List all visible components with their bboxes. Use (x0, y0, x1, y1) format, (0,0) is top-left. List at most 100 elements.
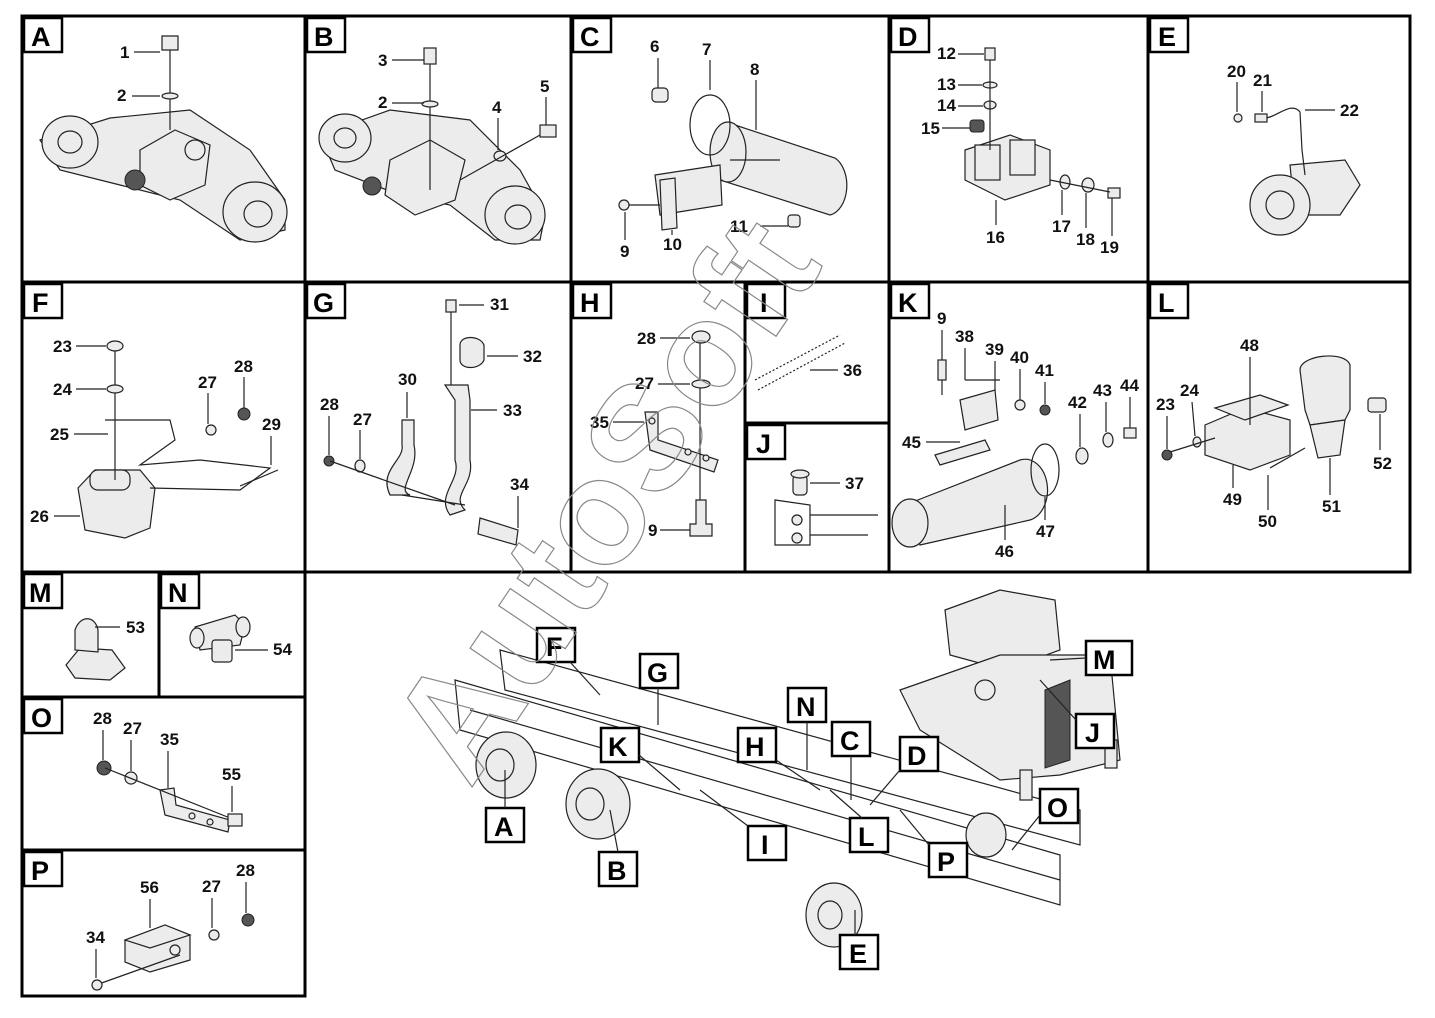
panel-d-drawing (964, 47, 1121, 201)
svg-text:54: 54 (273, 640, 292, 659)
svg-text:C: C (580, 22, 600, 52)
vehicle-overview-drawing (454, 589, 1121, 948)
panel-tag-h: H (571, 282, 613, 320)
panel-tag-f: F (22, 282, 64, 320)
overview-tag-e: E (838, 910, 880, 971)
panel-p-callouts: 56 27 28 34 (86, 861, 255, 978)
svg-text:25: 25 (50, 425, 69, 444)
panel-tag-g: G (305, 282, 347, 320)
svg-text:B: B (607, 856, 627, 886)
svg-text:2: 2 (117, 86, 126, 105)
svg-text:21: 21 (1253, 71, 1272, 90)
svg-text:G: G (313, 288, 334, 318)
svg-text:37: 37 (845, 474, 864, 493)
overview-tag-b: B (597, 809, 639, 888)
svg-text:M: M (1093, 645, 1116, 675)
svg-text:14: 14 (937, 96, 956, 115)
panel-tag-n: N (159, 572, 201, 610)
svg-text:L: L (1158, 288, 1175, 318)
svg-text:50: 50 (1258, 512, 1277, 531)
svg-text:20: 20 (1227, 62, 1246, 81)
svg-text:P: P (31, 856, 49, 886)
overview-tag-m: M (1049, 639, 1134, 677)
svg-text:12: 12 (937, 44, 956, 63)
panel-m-callouts: 53 (95, 618, 145, 637)
panel-f-drawing (77, 340, 279, 539)
svg-text:9: 9 (648, 521, 657, 540)
svg-text:23: 23 (1156, 395, 1175, 414)
svg-text:40: 40 (1010, 348, 1029, 367)
panel-tag-j: J (745, 423, 787, 461)
panel-n-callouts: 54 (235, 640, 292, 659)
svg-text:28: 28 (93, 709, 112, 728)
panel-c-callouts: 6 7 8 9 10 11 (620, 37, 788, 261)
svg-text:6: 6 (650, 37, 659, 56)
panel-p-drawing (91, 913, 255, 991)
svg-text:22: 22 (1340, 101, 1359, 120)
svg-text:L: L (858, 822, 875, 852)
svg-text:32: 32 (523, 347, 542, 366)
panel-tag-l: L (1148, 282, 1190, 320)
overview-tags: F G K H N C D M J A B I L P O E (484, 626, 1134, 971)
svg-text:D: D (907, 741, 927, 771)
svg-text:10: 10 (663, 235, 682, 254)
panel-frames (20, 14, 1412, 998)
panel-tag-p: P (22, 850, 64, 888)
panel-g-callouts: 31 32 30 33 28 27 34 (320, 295, 542, 528)
svg-text:K: K (898, 288, 918, 318)
svg-text:16: 16 (986, 228, 1005, 247)
svg-text:43: 43 (1093, 381, 1112, 400)
svg-text:51: 51 (1322, 497, 1341, 516)
panel-j-callouts: 37 (810, 474, 864, 493)
svg-text:J: J (1085, 718, 1100, 748)
overview-tag-n: N (786, 686, 828, 770)
panel-e-drawing (1233, 107, 1361, 236)
svg-text:19: 19 (1100, 238, 1119, 257)
overview-tag-h: H (736, 726, 821, 791)
svg-text:28: 28 (637, 329, 656, 348)
panel-l-callouts: 48 24 23 52 49 50 51 (1156, 336, 1392, 531)
svg-text:34: 34 (86, 928, 105, 947)
svg-text:J: J (756, 429, 771, 459)
panel-j-drawing (774, 469, 878, 546)
svg-text:4: 4 (492, 98, 502, 117)
svg-text:H: H (580, 288, 600, 318)
svg-text:B: B (314, 22, 334, 52)
panel-tag-b: B (305, 16, 347, 54)
panel-o-callouts: 28 27 35 55 (93, 709, 241, 812)
panel-h-drawing (644, 330, 719, 537)
svg-text:38: 38 (955, 327, 974, 346)
svg-text:11: 11 (730, 217, 748, 236)
svg-text:O: O (1047, 793, 1068, 823)
svg-text:3: 3 (378, 51, 387, 70)
svg-text:E: E (849, 939, 867, 969)
svg-text:A: A (31, 22, 51, 52)
svg-text:27: 27 (198, 373, 217, 392)
panel-d-callouts: 12 13 14 15 16 17 18 19 (921, 44, 1119, 257)
svg-text:48: 48 (1240, 336, 1259, 355)
overview-tag-j: J (1039, 679, 1116, 750)
svg-text:G: G (647, 658, 668, 688)
panel-h-callouts: 28 27 35 9 (590, 329, 690, 540)
svg-text:45: 45 (902, 433, 921, 452)
svg-text:18: 18 (1076, 230, 1095, 249)
svg-text:F: F (32, 288, 49, 318)
svg-text:H: H (745, 732, 765, 762)
svg-text:O: O (31, 703, 52, 733)
panel-g-drawing (323, 299, 519, 546)
panel-tag-k: K (889, 282, 931, 320)
svg-text:30: 30 (398, 370, 417, 389)
svg-text:P: P (937, 847, 955, 877)
svg-text:C: C (840, 726, 860, 756)
svg-text:53: 53 (126, 618, 145, 637)
svg-text:35: 35 (160, 730, 179, 749)
panel-k-callouts: 9 38 39 40 41 42 43 44 45 47 46 (902, 309, 1139, 561)
panel-m-drawing (65, 618, 126, 681)
svg-text:27: 27 (123, 719, 142, 738)
svg-text:23: 23 (53, 337, 72, 356)
svg-text:44: 44 (1120, 376, 1139, 395)
svg-text:29: 29 (262, 415, 281, 434)
svg-text:5: 5 (540, 77, 549, 96)
overview-tag-a: A (484, 770, 526, 844)
svg-text:28: 28 (236, 861, 255, 880)
